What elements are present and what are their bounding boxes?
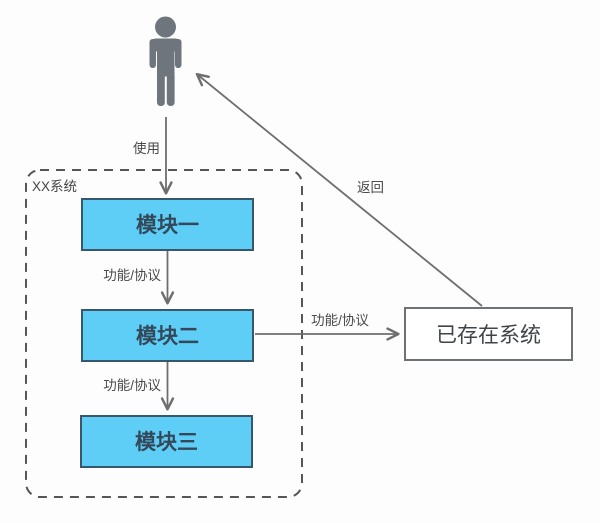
edge-label-func-protocol-1: 功能/协议	[103, 268, 161, 283]
person-head	[155, 16, 176, 38]
person-left-leg	[157, 72, 165, 106]
module3-node: 模块三	[80, 415, 253, 468]
module2-box	[81, 309, 254, 362]
person-torso	[157, 38, 175, 77]
edge-label-return: 返回	[357, 180, 384, 195]
module1-node: 模块一	[81, 198, 254, 251]
module1-box	[81, 198, 254, 251]
person-icon	[149, 16, 182, 106]
edge-label-func-protocol-2: 功能/协议	[103, 378, 161, 393]
edge-label-func-protocol-3: 功能/协议	[311, 313, 369, 328]
edge-label-use: 使用	[133, 140, 160, 156]
module2-node: 模块二	[81, 309, 254, 362]
system-boundary-label: XX系统	[32, 179, 77, 194]
module3-box	[80, 415, 253, 468]
module2-label: 模块二	[136, 324, 199, 348]
person-right-arm	[175, 39, 182, 68]
person-left-arm	[149, 39, 156, 68]
external-system-label: 已存在系统	[436, 324, 541, 347]
person-right-leg	[166, 72, 175, 106]
external-system-box	[404, 307, 573, 361]
module3-label: 模块三	[135, 430, 198, 454]
external-system-node: 已存在系统	[404, 307, 573, 361]
arrow-external-to-user	[195, 72, 483, 307]
module1-label: 模块一	[136, 213, 199, 237]
